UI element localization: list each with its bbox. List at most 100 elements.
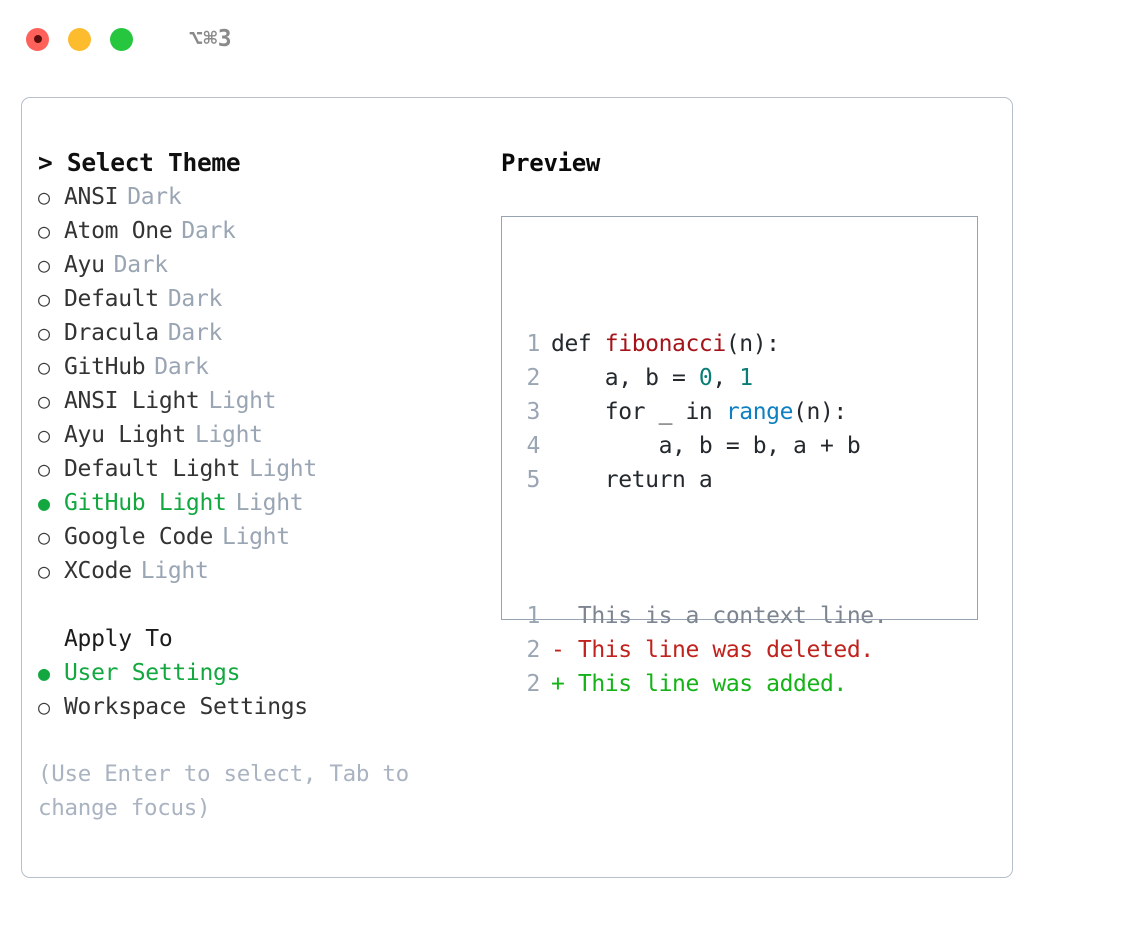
theme-option-label: Default Light	[64, 456, 241, 482]
radio-unselected-icon: ○	[38, 321, 50, 345]
diff-line-content: This is a context line.	[551, 599, 888, 633]
code-token-plain: a, b = b, a + b	[551, 433, 861, 459]
code-token-plain: for _ in	[551, 399, 726, 425]
theme-option-xcode[interactable]: ○ XCode Light	[38, 554, 498, 588]
apply-to-heading: Apply To	[64, 626, 173, 652]
theme-variant-badge: Dark	[181, 218, 236, 244]
radio-unselected-icon: ○	[38, 525, 50, 549]
code-token-func: fibonacci	[604, 331, 726, 357]
theme-option-label: Ayu	[64, 252, 105, 278]
line-number: 2	[526, 637, 541, 663]
theme-option-default-light[interactable]: ○ Default Light Light	[38, 452, 498, 486]
line-number: 2	[526, 671, 541, 697]
radio-unselected-icon: ○	[38, 559, 50, 583]
theme-option-label: Atom One	[64, 218, 173, 244]
theme-option-ayu-light[interactable]: ○ Ayu Light Light	[38, 418, 498, 452]
theme-option-label: XCode	[64, 558, 132, 584]
theme-variant-badge: Dark	[127, 184, 182, 210]
theme-variant-badge: Light	[194, 422, 263, 448]
theme-option-ansi-light[interactable]: ○ ANSI Light Light	[38, 384, 498, 418]
code-line: 4 a, b = b, a + b	[514, 429, 887, 463]
diff-line-content: + This line was added.	[551, 667, 847, 701]
code-token-num: 1	[739, 365, 753, 391]
theme-option-label: Ayu Light	[64, 422, 186, 448]
radio-unselected-icon: ○	[38, 253, 50, 277]
diff-line-text: This is a context line.	[577, 603, 888, 629]
radio-selected-icon: ●	[38, 661, 50, 685]
diff-line-ctx: 1 This is a context line.	[514, 599, 888, 633]
apply-to-option-user-settings[interactable]: ● User Settings	[38, 656, 498, 690]
code-line-content: a, b = b, a + b	[551, 429, 861, 463]
maximize-window-button[interactable]	[110, 27, 133, 51]
code-line: 5 return a	[514, 463, 887, 497]
apply-to-option-label: User Settings	[64, 660, 241, 686]
radio-unselected-icon: ○	[38, 185, 50, 209]
diff-line-content: - This line was deleted.	[551, 633, 874, 667]
code-token-num: 0	[698, 365, 713, 391]
theme-variant-badge: Dark	[154, 354, 209, 380]
line-number: 5	[526, 467, 541, 493]
theme-variant-badge: Dark	[113, 252, 169, 278]
radio-unselected-icon: ○	[38, 355, 50, 379]
line-number: 1	[526, 331, 541, 357]
theme-option-google-code[interactable]: ○ Google Code Light	[38, 520, 498, 554]
theme-variant-badge: Light	[208, 388, 277, 414]
diff-line-add: 2 + This line was added.	[514, 667, 887, 701]
theme-option-label: Default	[64, 286, 159, 312]
line-number: 2	[526, 365, 541, 391]
theme-variant-badge: Light	[249, 456, 317, 482]
radio-unselected-icon: ○	[38, 423, 50, 447]
apply-to-option-workspace-settings[interactable]: ○Workspace Settings	[38, 690, 498, 724]
diff-sample: 1 This is a context line. 2 - This line wa…	[514, 599, 888, 701]
code-line-content: def fibonacci(n):	[551, 327, 780, 361]
code-line: 2 a, b = 0, 1	[514, 361, 887, 395]
theme-option-label: ANSI Light	[64, 388, 200, 414]
preview-heading: Preview	[501, 149, 601, 177]
apply-to-option-label: Workspace Settings	[64, 694, 308, 720]
diff-line-text: This line was added.	[577, 671, 847, 697]
theme-option-atom-one[interactable]: ○ Atom One Dark	[38, 214, 498, 248]
code-line: 1 def fibonacci(n):	[514, 327, 887, 361]
close-window-button[interactable]	[26, 27, 49, 51]
keyboard-hint-text: (Use Enter to select, Tab to change focu…	[38, 761, 409, 821]
theme-variant-badge: Dark	[167, 286, 223, 312]
theme-option-ayu[interactable]: ○ Ayu Dark	[38, 248, 498, 282]
theme-option-label: Dracula	[64, 320, 159, 346]
line-number: 4	[526, 433, 541, 459]
code-token-plain: return a	[551, 467, 713, 493]
theme-option-label: Google Code	[64, 524, 214, 550]
theme-option-ansi[interactable]: ○ ANSI Dark	[38, 180, 498, 214]
diff-line-del: 2 - This line was deleted.	[514, 633, 887, 667]
apply-to-list[interactable]: ● User Settings ○Workspace Settings	[38, 656, 498, 724]
code-token-plain: (n):	[793, 399, 847, 425]
diff-marker	[551, 603, 578, 629]
radio-unselected-icon: ○	[38, 457, 50, 481]
theme-option-label: ANSI	[64, 184, 119, 210]
code-token-plain: (n):	[725, 331, 780, 357]
radio-unselected-icon: ○	[38, 219, 50, 243]
code-line-content: return a	[551, 463, 713, 497]
theme-variant-badge: Light	[222, 524, 290, 550]
diff-marker: +	[551, 671, 578, 697]
window-controls	[26, 27, 133, 51]
minimize-window-button[interactable]	[68, 27, 91, 51]
code-token-call: range	[725, 399, 794, 425]
theme-variant-badge: Light	[140, 558, 209, 584]
radio-selected-icon: ●	[38, 491, 50, 515]
radio-unselected-icon: ○	[38, 389, 50, 413]
theme-variant-badge: Light	[235, 490, 304, 516]
code-line-content: a, b = 0, 1	[551, 361, 753, 395]
diff-line-text: This line was deleted.	[577, 637, 874, 663]
code-token-plain: def	[551, 331, 605, 357]
title-bar: ⌥⌘3	[0, 0, 1140, 78]
